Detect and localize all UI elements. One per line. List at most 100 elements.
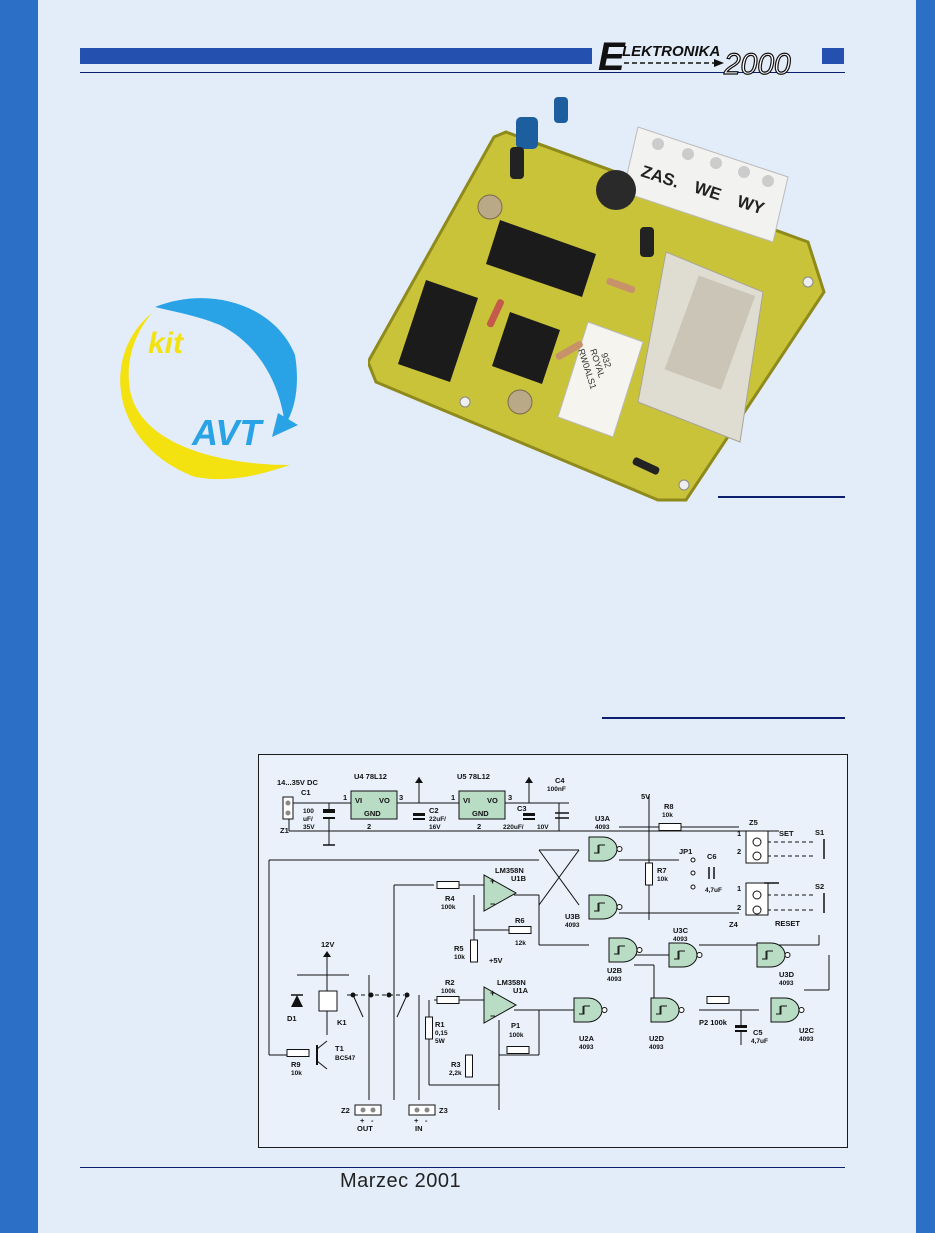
r8-label: R8 (664, 802, 674, 811)
svg-text:100k: 100k (441, 904, 456, 911)
svg-text:22uF/: 22uF/ (429, 816, 446, 823)
svg-text:10k: 10k (657, 876, 668, 883)
svg-text:−: − (490, 899, 495, 909)
ic-chips (398, 220, 596, 384)
svg-text:U1A: U1A (513, 986, 529, 995)
svg-text:1: 1 (343, 793, 347, 802)
v5-mid-label: +5V (489, 956, 503, 965)
svg-text:4093: 4093 (579, 1044, 594, 1051)
svg-text:4,7uF: 4,7uF (751, 1038, 768, 1045)
c4-label: C4 (555, 776, 565, 785)
svg-text:10k: 10k (291, 1070, 302, 1077)
u1b-label: LM358N (495, 866, 524, 875)
svg-text:10k: 10k (662, 812, 673, 819)
svg-text:U1B: U1B (511, 874, 527, 883)
svg-text:4093: 4093 (565, 922, 580, 929)
resistor-text-3: 932 (599, 352, 613, 369)
svg-text:10V: 10V (537, 824, 549, 831)
svg-text:3: 3 (508, 793, 512, 802)
svg-text:2,2k: 2,2k (449, 1070, 462, 1077)
svg-text:4093: 4093 (649, 1044, 664, 1051)
svg-text:16V: 16V (429, 824, 441, 831)
r2-label: R2 (445, 978, 455, 987)
s1-label: S1 (815, 828, 824, 837)
r9-label: R9 (291, 1060, 301, 1069)
svg-text:uF/: uF/ (303, 816, 313, 823)
svg-text:10k: 10k (454, 954, 465, 961)
footer-rule (80, 1167, 845, 1168)
pcb-photo: ZAS. WE WY ROYAL RW0ALS1 932 (368, 97, 826, 502)
svg-text:100nF: 100nF (547, 786, 566, 793)
reg1-label: U4 78L12 (354, 772, 387, 781)
r6-label: R6 (515, 916, 525, 925)
svg-text:0,15: 0,15 (435, 1030, 448, 1037)
brand-year: 2000 (723, 48, 791, 81)
svg-text:VO: VO (487, 796, 498, 805)
c6-label: C6 (707, 852, 717, 861)
svg-text:2: 2 (737, 903, 741, 912)
z3-label: Z3 (439, 1106, 448, 1115)
kit-avt-logo: kit AVT (120, 298, 298, 480)
terminal-block: ZAS. WE WY (622, 126, 789, 243)
c2-label: C2 (429, 806, 439, 815)
u2c-label: U2C (799, 1026, 815, 1035)
gate-u2c (770, 997, 805, 1023)
svg-text:3: 3 (399, 793, 403, 802)
z5-label: Z5 (749, 818, 758, 827)
gate-u3d (756, 942, 791, 968)
capacitors (477, 97, 654, 415)
brand-name: LEKTRONIKA (622, 43, 720, 60)
z2-label: Z2 (341, 1106, 350, 1115)
svg-text:-: - (425, 1116, 428, 1125)
svg-text:+: + (490, 988, 495, 998)
schematic-diagram: 14...35V DC Z1 C1 100 uF/ 35V U4 78L12 V… (268, 772, 830, 1133)
svg-text:1: 1 (737, 829, 741, 838)
jp1-label: JP1 (679, 847, 692, 856)
r5-label: R5 (454, 944, 464, 953)
svg-text:4093: 4093 (673, 936, 688, 943)
svg-text:2: 2 (367, 822, 371, 831)
z1-label: Z1 (280, 826, 289, 835)
t1-label: T1 (335, 1044, 344, 1053)
reg2-label: U5 78L12 (457, 772, 490, 781)
svg-text:1: 1 (451, 793, 455, 802)
schematic-frame: 14...35V DC Z1 C1 100 uF/ 35V U4 78L12 V… (258, 754, 848, 1148)
u1a-label: LM358N (497, 978, 526, 987)
u2b-label: U2B (607, 966, 623, 975)
u2a-label: U2A (579, 1034, 595, 1043)
svg-text:VI: VI (355, 796, 362, 805)
gate-u3a (588, 836, 623, 862)
svg-text:4093: 4093 (799, 1036, 814, 1043)
resistors (486, 277, 660, 475)
d1-label: D1 (287, 1014, 297, 1023)
svg-text:IN: IN (415, 1124, 423, 1133)
svg-text:2: 2 (737, 847, 741, 856)
r4-label: R4 (445, 894, 455, 903)
svg-text:100k: 100k (509, 1032, 524, 1039)
c5-label: C5 (753, 1028, 763, 1037)
svg-text:35V: 35V (303, 824, 315, 831)
svg-text:-: - (371, 1116, 374, 1125)
svg-text:VO: VO (379, 796, 390, 805)
reset-label: RESET (775, 919, 800, 928)
svg-text:2: 2 (477, 822, 481, 831)
svg-text:4,7uF: 4,7uF (705, 887, 722, 894)
svg-text:4093: 4093 (779, 980, 794, 987)
svg-text:100: 100 (303, 808, 314, 815)
brand-initial: E (598, 35, 626, 79)
svg-text:OUT: OUT (357, 1124, 373, 1133)
svg-text:+: + (414, 1116, 419, 1125)
section-rule-2 (602, 717, 845, 719)
r7-label: R7 (657, 866, 667, 875)
u3d-label: U3D (779, 970, 795, 979)
v5-top-label: 5V (641, 792, 650, 801)
svg-text:+: + (490, 876, 495, 886)
set-label: SET (779, 829, 794, 838)
power-resistor: ROYAL RW0ALS1 932 (557, 321, 644, 438)
svg-text:5W: 5W (435, 1038, 446, 1045)
s2-label: S2 (815, 882, 824, 891)
header-bar-left (80, 48, 592, 64)
svg-text:220uF/: 220uF/ (503, 824, 524, 831)
p1-label: P1 (511, 1021, 520, 1030)
